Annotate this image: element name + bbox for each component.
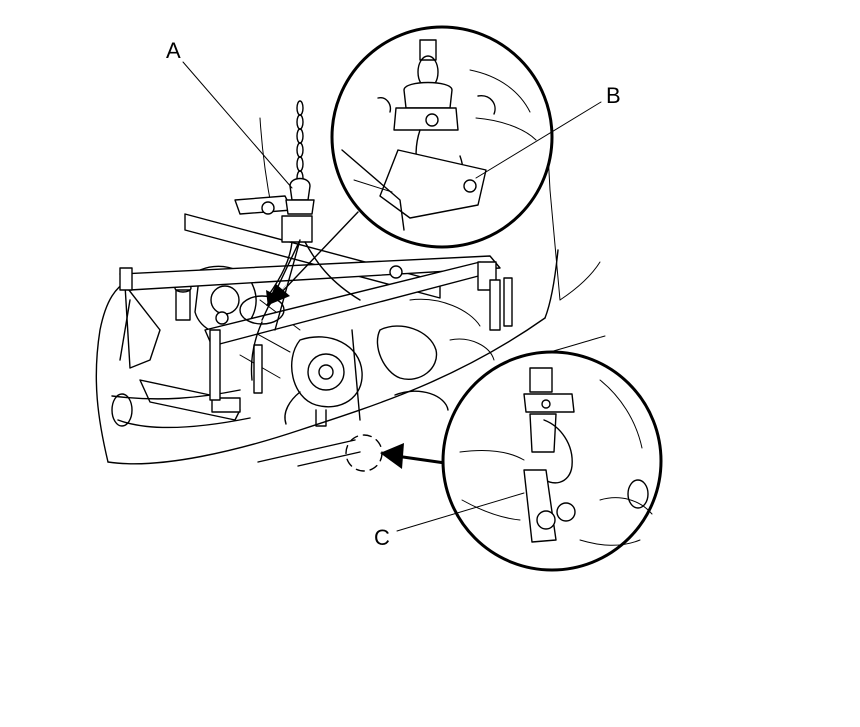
- detail-inset-c: [441, 350, 663, 572]
- bracket-circle-b: [239, 295, 285, 325]
- pointer-arrows: [266, 211, 446, 469]
- detail-inset-b: [330, 25, 554, 249]
- callout-b-label: B: [606, 83, 621, 108]
- leader-lines: [182, 61, 602, 532]
- callout-c-label: C: [374, 525, 390, 550]
- hoist-chain: [250, 100, 361, 421]
- engine-bay: [119, 265, 495, 427]
- vehicle-body: [95, 97, 606, 467]
- bracket-circle-c: [345, 434, 383, 472]
- engine-support-bar: [119, 195, 513, 401]
- callout-a-label: A: [166, 38, 181, 63]
